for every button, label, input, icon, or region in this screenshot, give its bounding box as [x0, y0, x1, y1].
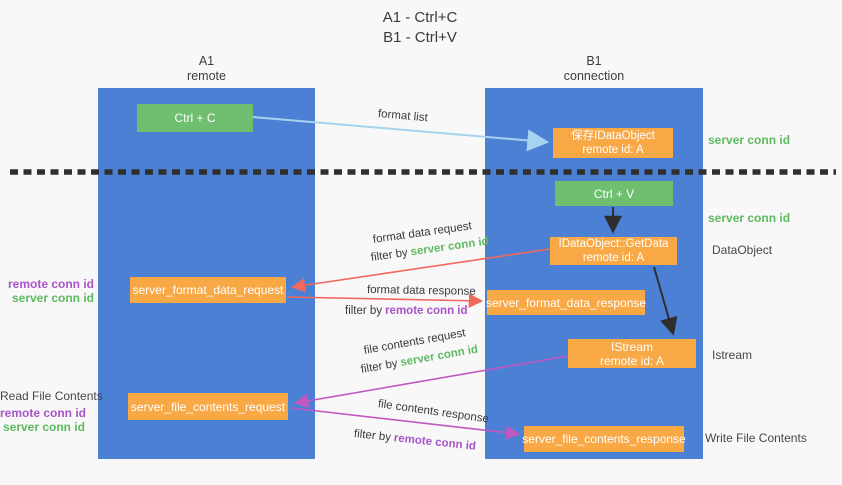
arrow-format-data-response: [286, 293, 484, 308]
filter-prefix: filter by: [353, 428, 392, 444]
side-label-conn-ids-format: remote conn id server conn id: [0, 277, 94, 305]
filter-value-remote-conn-id: remote conn id: [393, 432, 477, 453]
lane-a-header: A1 remote: [98, 54, 315, 84]
node-format-response: server_format_data_response: [485, 290, 647, 315]
filter-prefix: filter by: [370, 246, 409, 264]
lane-b-name: B1: [586, 54, 602, 68]
node-format-request: server_format_data_request: [130, 277, 286, 303]
node-ctrl-c-label: Ctrl + C: [174, 111, 216, 125]
lane-a-name: A1: [198, 54, 215, 68]
node-file-response-label: server_file_contents_response: [522, 432, 686, 446]
side-label-conn-ids-file: remote conn id server conn id: [0, 406, 87, 434]
node-getdata: IDataObject::GetData remote id: A: [550, 237, 677, 265]
node-ctrl-v: Ctrl + V: [555, 181, 673, 206]
node-istream-line1: IStream: [610, 339, 653, 354]
filter-prefix: filter by: [345, 305, 383, 317]
side-label-dataobject: DataObject: [712, 243, 773, 257]
side-label-remote-conn-id: remote conn id: [0, 406, 87, 420]
node-format-request-label: server_format_data_request: [132, 283, 284, 297]
node-istream-line2: remote id: A: [599, 353, 665, 368]
node-istream: IStream remote id: A: [568, 339, 696, 368]
node-file-response: server_file_contents_response: [522, 426, 686, 452]
arrow-label-format-data-response: format data response: [366, 284, 476, 298]
lane-b-role: connection: [563, 69, 625, 83]
title-line-2: B1 - Ctrl+V: [383, 29, 457, 46]
filter-value-remote-conn-id: remote conn id: [385, 305, 468, 317]
side-label-server-conn-id-top: server conn id: [708, 133, 791, 147]
node-save-dataobject-line2: remote id: A: [582, 144, 644, 156]
node-ctrl-c: Ctrl + C: [137, 104, 253, 132]
side-label-remote-conn-id: remote conn id: [7, 277, 94, 291]
side-label-server-conn-id-mid: server conn id: [708, 211, 791, 225]
node-file-request-label: server_file_contents_request: [130, 399, 286, 414]
node-ctrl-v-label: Ctrl + V: [593, 186, 635, 201]
node-save-dataobject-line1: 保存IDataObject: [571, 130, 655, 142]
node-save-dataobject: 保存IDataObject remote id: A: [553, 128, 673, 158]
diagram-title: A1 - Ctrl+C B1 - Ctrl+V: [300, 8, 540, 48]
filter-prefix: filter by: [359, 357, 399, 376]
node-getdata-line2: remote id: A: [582, 252, 645, 264]
side-label-istream: Istream: [712, 348, 753, 362]
arrow-label-file-contents-response: file contents response: [377, 398, 490, 426]
lane-b-header: B1 connection: [485, 54, 703, 84]
side-label-read-file-contents: Read File Contents: [0, 389, 103, 403]
side-label-server-conn-id: server conn id: [11, 291, 94, 305]
node-format-response-label: server_format_data_response: [485, 295, 647, 310]
title-line-1: A1 - Ctrl+C: [382, 9, 458, 26]
side-label-write-file-contents: Write File Contents: [705, 431, 807, 445]
node-file-request: server_file_contents_request: [128, 393, 288, 420]
arrow-label-format-list: format list: [377, 108, 429, 125]
node-getdata-line1: IDataObject::GetData: [558, 238, 669, 250]
lane-a-role: remote: [187, 69, 226, 83]
side-label-server-conn-id: server conn id: [2, 420, 85, 434]
